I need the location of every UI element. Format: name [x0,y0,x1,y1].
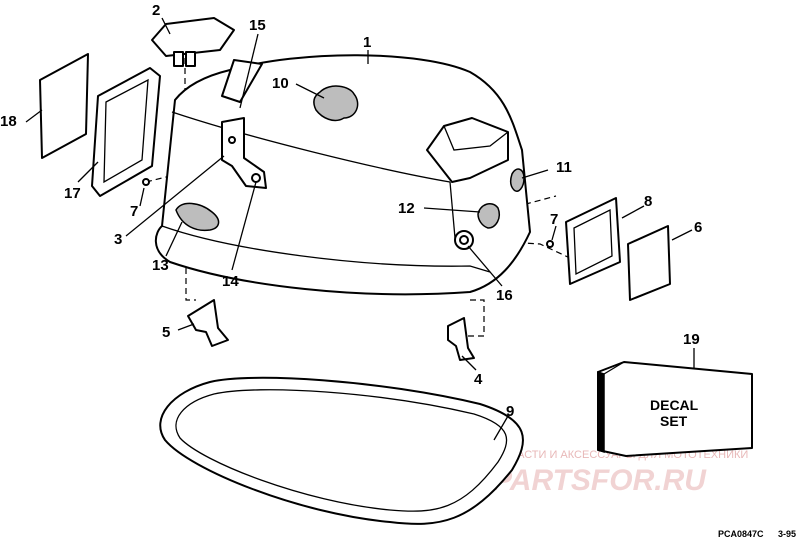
callout-numbers: 1 2 3 4 5 6 7 7 8 9 10 11 12 13 14 15 16… [0,2,702,420]
callout-11: 11 [556,159,572,176]
callout-2: 2 [152,2,160,19]
side-panel-right [565,197,621,285]
figure-code: PCA0847C [718,529,764,539]
watermark-brand: PARTSFOR.RU [492,464,707,497]
callout-7-left: 7 [130,203,138,220]
callout-17: 17 [64,185,81,202]
callout-3: 3 [114,231,122,248]
callout-12: 12 [398,200,415,217]
cowl-seal [159,376,524,525]
callout-8: 8 [644,193,652,210]
screw-right [546,240,554,248]
foam-pad-13 [175,202,220,232]
callout-15: 15 [249,17,266,34]
pad-11 [509,168,525,192]
callout-13: 13 [152,257,169,274]
callout-14: 14 [222,273,239,290]
callout-7-right: 7 [550,211,558,228]
latch-clip-5 [187,299,229,347]
cowl-cap [151,17,235,67]
grommet [454,230,474,250]
decal-panel-18 [39,53,89,159]
leader-lines [25,17,695,441]
decal-text-line2: SET [660,413,688,429]
figure-date: 3-95 [778,529,796,539]
callout-4: 4 [474,371,483,388]
callout-9: 9 [506,403,514,420]
callout-1: 1 [363,34,371,51]
callout-10: 10 [272,75,289,92]
callout-5: 5 [162,324,170,341]
screw-left [142,178,150,186]
vent-scoop [221,59,263,103]
decal-set-box [597,361,753,457]
callout-6: 6 [694,219,702,236]
callout-19: 19 [683,331,700,348]
decal-pad-10 [313,85,359,122]
latch-clip-4 [447,317,475,361]
pad-12 [477,203,500,229]
latch-bracket [221,117,267,189]
callout-16: 16 [496,287,513,304]
side-panel-left [91,67,161,197]
callout-18: 18 [0,113,17,130]
decal-panel-6 [627,225,671,301]
engine-cowl [154,54,531,296]
decal-text-line1: DECAL [650,397,699,413]
